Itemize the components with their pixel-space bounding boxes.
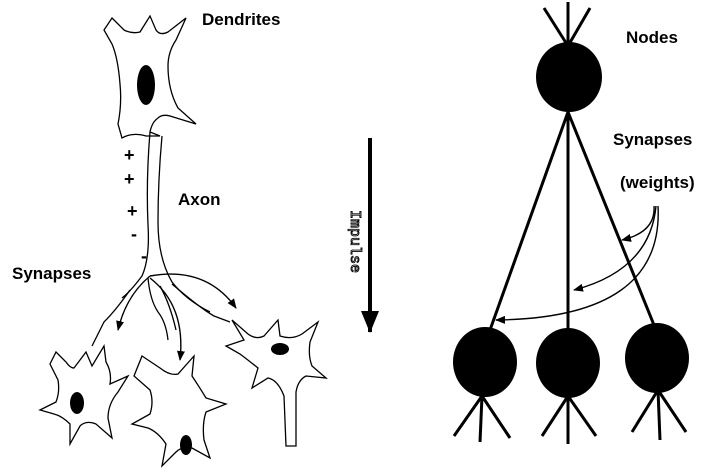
node-bottom-middle xyxy=(536,328,600,398)
node-bottom-left xyxy=(453,327,517,397)
out-left-b xyxy=(480,396,482,442)
label-synapses-left: Synapses xyxy=(12,264,91,283)
charge-sign-1: + xyxy=(124,145,135,165)
out-right-a xyxy=(632,390,658,432)
label-nodes: Nodes xyxy=(626,28,678,47)
axon-branch-1 xyxy=(148,278,168,340)
out-mid-a xyxy=(542,396,568,436)
connection-left xyxy=(490,112,568,330)
neuron-lower-left xyxy=(40,346,128,444)
weight-arrows xyxy=(496,206,658,320)
top-input-1 xyxy=(544,8,568,46)
axon-branch-4 xyxy=(92,290,130,346)
out-right-c xyxy=(658,390,686,432)
node-bottom-right xyxy=(625,323,689,393)
charge-sign-4: - xyxy=(131,224,137,244)
charge-sign-3: + xyxy=(127,201,138,221)
axon-branch-3 xyxy=(172,284,230,322)
nucleus-lower-left xyxy=(70,392,84,414)
synapse-arrow-1 xyxy=(118,276,150,330)
charge-signs: + + + - - xyxy=(124,145,147,266)
label-weights: (weights) xyxy=(620,173,695,192)
weight-arrow-left xyxy=(496,206,658,320)
neuron-lower-middle xyxy=(132,356,226,466)
nucleus-lower-middle xyxy=(180,435,192,455)
synapse-arrow-2 xyxy=(150,278,181,360)
label-axon: Axon xyxy=(178,190,221,209)
soma-nucleus xyxy=(137,65,155,105)
axon-right-edge xyxy=(158,136,210,312)
nuclei xyxy=(70,65,289,455)
out-left-c xyxy=(482,396,510,438)
charge-sign-2: + xyxy=(124,169,135,189)
top-input-3 xyxy=(568,8,590,46)
out-left-a xyxy=(454,396,482,436)
label-impulse: Impulse xyxy=(346,210,363,273)
charge-sign-5: - xyxy=(141,246,147,266)
out-mid-c xyxy=(568,396,596,436)
nucleus-lower-right xyxy=(271,343,289,355)
node-top xyxy=(536,42,602,112)
label-dendrites: Dendrites xyxy=(202,10,280,29)
out-right-b xyxy=(658,390,660,440)
label-synapses-right: Synapses xyxy=(613,130,692,149)
impulse-indicator: Impulse xyxy=(346,138,370,332)
weight-arrow-middle xyxy=(574,206,656,290)
neuron-lower-right xyxy=(226,320,326,446)
